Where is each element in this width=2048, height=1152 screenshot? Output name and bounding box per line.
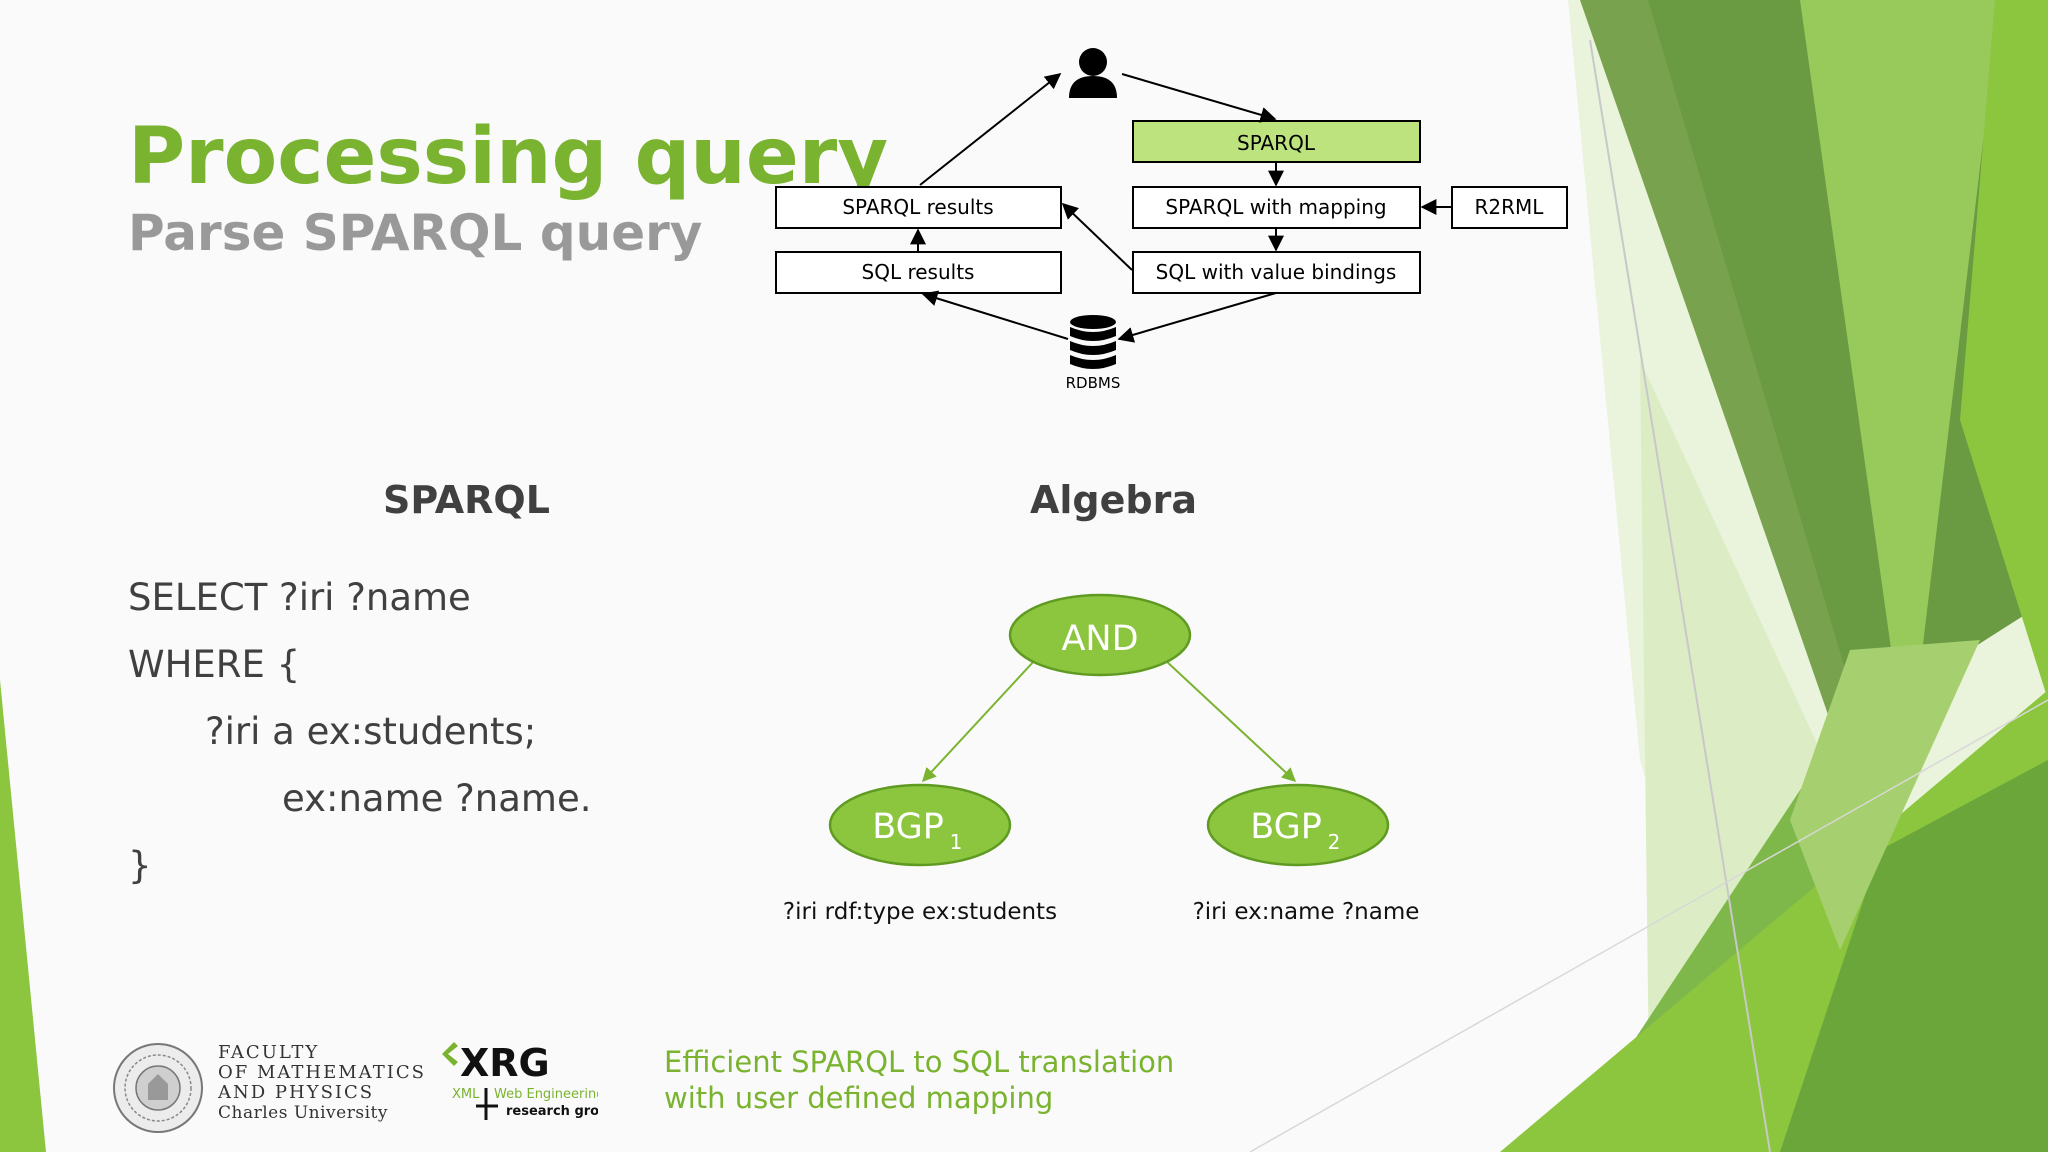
xrg-research-group-label: research group — [506, 1104, 598, 1119]
bgp2-pattern: ?iri ex:name ?name — [1193, 899, 1420, 925]
algebra-tree: AND BGP 1 BGP 2 ?iri rdf:type ex:student… — [783, 593, 1420, 925]
xrg-web-engineering-label: Web Engineering — [494, 1087, 598, 1102]
sparql-with-mapping-box: SPARQL with mapping — [1132, 186, 1421, 229]
xrg-chevron-icon — [442, 1042, 458, 1066]
bgp1-node: BGP 1 — [828, 783, 1012, 867]
sparql-heading: SPARQL — [383, 478, 550, 522]
sql-results-box: SQL results — [775, 251, 1062, 294]
sparql-results-box: SPARQL results — [775, 186, 1062, 229]
sparql-code-line: ?iri a ex:students; — [205, 710, 537, 753]
r2rml-label: R2RML — [1475, 195, 1545, 219]
tree-edges — [922, 659, 1297, 783]
faculty-line: FACULTY — [218, 1042, 320, 1063]
xrg-logo: XRG XML Web Engineering research group — [442, 1041, 598, 1120]
sparql-code-line: SELECT ?iri ?name — [128, 576, 471, 619]
slide-subtitle: Parse SPARQL query — [128, 204, 703, 262]
and-node-label: AND — [1061, 619, 1138, 659]
sparql-code-line: } — [128, 844, 152, 887]
bgp1-pattern: ?iri rdf:type ex:students — [783, 899, 1057, 925]
sparql-box: SPARQL — [1132, 120, 1421, 163]
and-node: AND — [1008, 593, 1192, 677]
footer-caption-line2: with user defined mapping — [664, 1081, 1054, 1115]
user-icon — [1069, 48, 1117, 98]
bgp2-subscript: 2 — [1328, 830, 1341, 854]
bg-left-shape — [0, 680, 46, 1152]
footer-caption-line1: Efficient SPARQL to SQL translation — [664, 1045, 1175, 1079]
bg-mid-shape — [1800, 0, 2000, 770]
sql-results-label: SQL results — [862, 260, 975, 284]
xrg-xml-label: XML — [452, 1087, 480, 1102]
slide-title: Processing query — [128, 112, 889, 202]
pipeline-diagram: SPARQL SPARQL with mapping R2RML SQL wit… — [775, 48, 1568, 392]
faculty-line: OF MATHEMATICS — [218, 1062, 426, 1083]
bg-line — [1589, 39, 1771, 1152]
bg-accent-shape — [1790, 640, 1980, 950]
bg-line-2 — [1249, 699, 2048, 1152]
xrg-plus-icon — [476, 1088, 498, 1120]
charles-university-seal-logo — [113, 1043, 203, 1133]
sql-with-value-bindings-box: SQL with value bindings — [1132, 251, 1421, 294]
sql-with-value-bindings-label: SQL with value bindings — [1156, 260, 1397, 284]
sparql-with-mapping-label: SPARQL with mapping — [1165, 195, 1386, 219]
faculty-line: AND PHYSICS — [218, 1082, 375, 1103]
sparql-box-label: SPARQL — [1237, 131, 1316, 155]
faculty-line: Charles University — [218, 1103, 388, 1123]
algebra-heading: Algebra — [1030, 478, 1197, 522]
r2rml-box: R2RML — [1451, 186, 1568, 229]
xrg-logo-text: XRG — [460, 1041, 550, 1085]
bgp2-node: BGP 2 — [1206, 783, 1390, 867]
bgp1-label: BGP — [872, 807, 944, 847]
bgp1-subscript: 1 — [950, 830, 963, 854]
bg-bright-shape — [1960, 0, 2048, 700]
bgp2-label: BGP — [1250, 807, 1322, 847]
sparql-results-label: SPARQL results — [842, 195, 993, 219]
database-icon — [1070, 315, 1116, 369]
pipeline-arrows — [910, 73, 1451, 343]
sparql-code-line: ex:name ?name. — [282, 777, 592, 820]
bg-bottom-dark-shape — [1780, 760, 2048, 1152]
sparql-code-line: WHERE { — [128, 643, 301, 686]
rdbms-label: RDBMS — [1066, 374, 1121, 392]
